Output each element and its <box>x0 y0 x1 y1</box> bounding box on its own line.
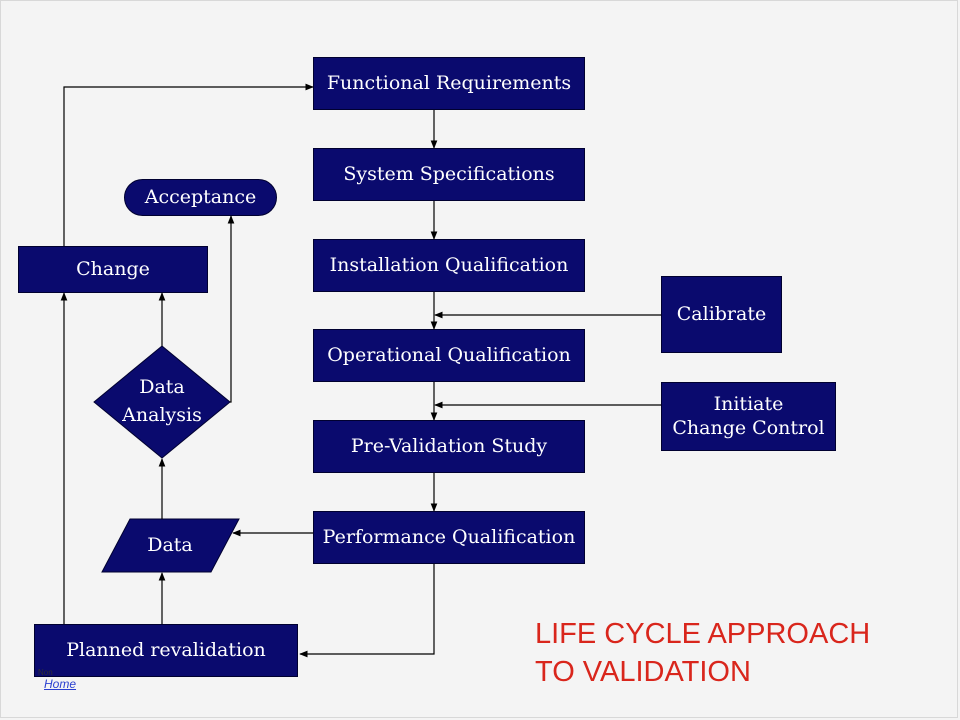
node-functional-requirements[interactable]: Functional Requirements <box>313 57 585 110</box>
node-pre-validation-study[interactable]: Pre-Validation Study <box>313 420 585 473</box>
edge-change-to-fr <box>63 83 314 246</box>
node-data-label[interactable]: Data <box>147 534 193 557</box>
node-planned-revalidation[interactable]: Planned revalidation <box>34 624 298 677</box>
footer-small-text: Non <box>38 668 53 677</box>
node-operational-qualification[interactable]: Operational Qualification <box>313 329 585 382</box>
node-acceptance[interactable]: Acceptance <box>124 179 277 216</box>
node-calibrate[interactable]: Calibrate <box>661 276 782 353</box>
node-data-analysis-label[interactable]: Data Analysis <box>122 376 202 426</box>
node-change[interactable]: Change <box>18 246 208 293</box>
diagram-title: LIFE CYCLE APPROACH TO VALIDATION <box>535 618 871 688</box>
home-link[interactable]: Home <box>44 677 77 691</box>
data-analysis-diamond <box>93 345 231 459</box>
data-parallelogram <box>101 518 240 573</box>
edge-analysis-to-acceptance <box>227 215 235 403</box>
node-performance-qualification[interactable]: Performance Qualification <box>313 511 585 564</box>
node-initiate-change-control[interactable]: Initiate Change Control <box>661 382 836 451</box>
node-installation-qualification[interactable]: Installation Qualification <box>313 239 585 292</box>
edge-pq-to-revalidation <box>299 564 435 658</box>
node-system-specifications[interactable]: System Specifications <box>313 148 585 201</box>
